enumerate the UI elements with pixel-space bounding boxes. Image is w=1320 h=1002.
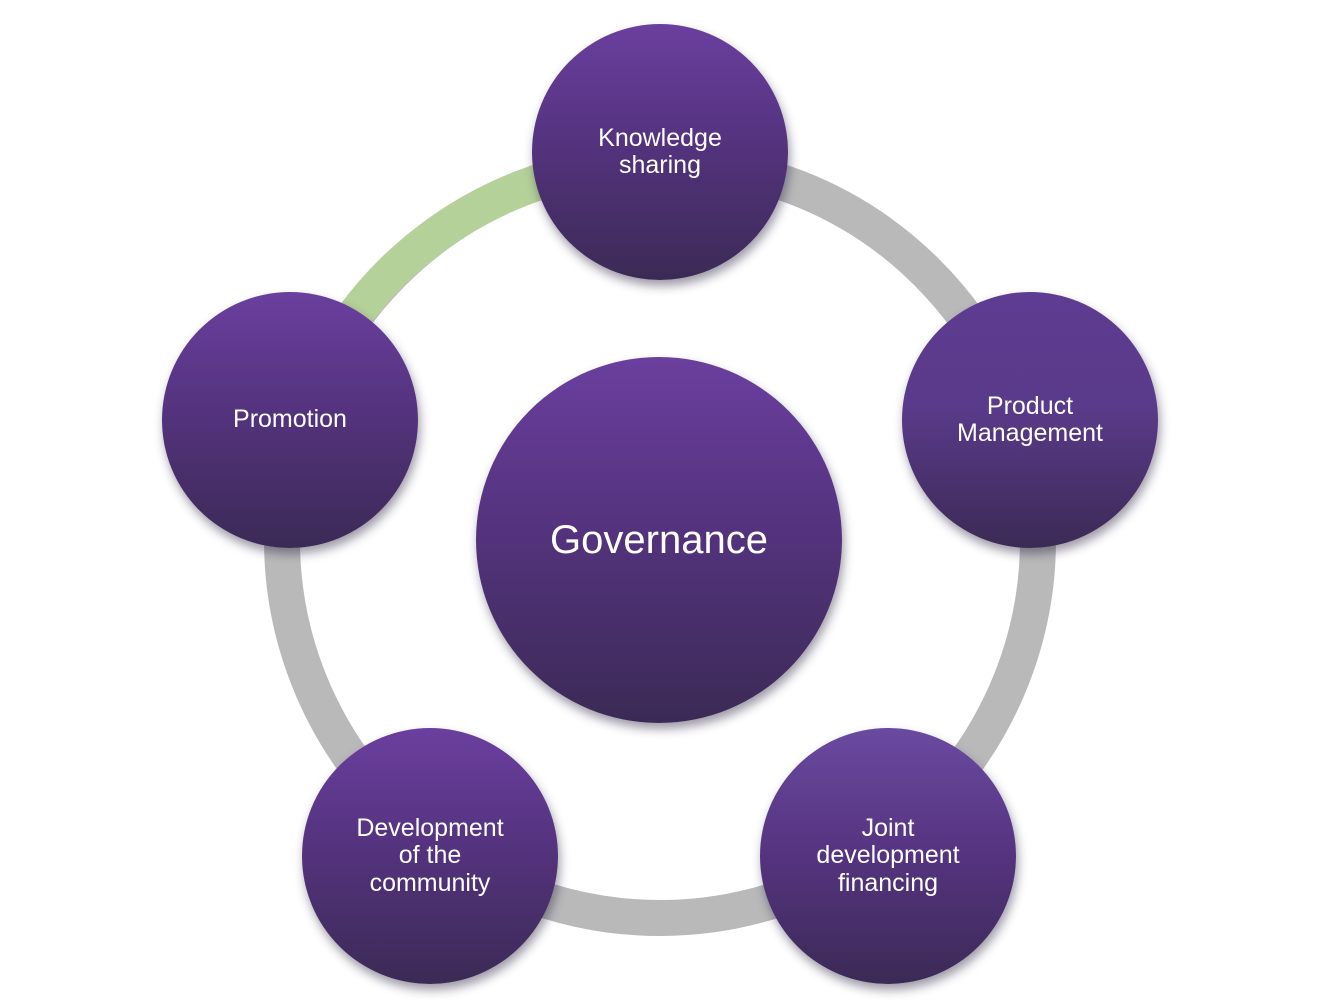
node-joint-development-financing: Joint development financing: [760, 728, 1016, 984]
node-development-of-the-community: Development of the community: [302, 728, 558, 984]
node-governance-label: Governance: [550, 518, 768, 562]
node-knowledge-sharing: Knowledge sharing: [532, 24, 788, 280]
green-connector-arc: [337, 163, 550, 330]
node-promotion: Promotion: [162, 292, 418, 548]
node-product-management-label: Product Management: [957, 391, 1103, 447]
node-knowledge-sharing-label: Knowledge sharing: [598, 123, 722, 179]
node-promotion-label: Promotion: [233, 405, 347, 434]
node-governance: Governance: [476, 357, 842, 723]
node-product-management: Product Management: [902, 292, 1158, 548]
node-joint-development-financing-label: Joint development financing: [816, 813, 960, 897]
node-development-of-the-community-label: Development of the community: [356, 813, 504, 897]
